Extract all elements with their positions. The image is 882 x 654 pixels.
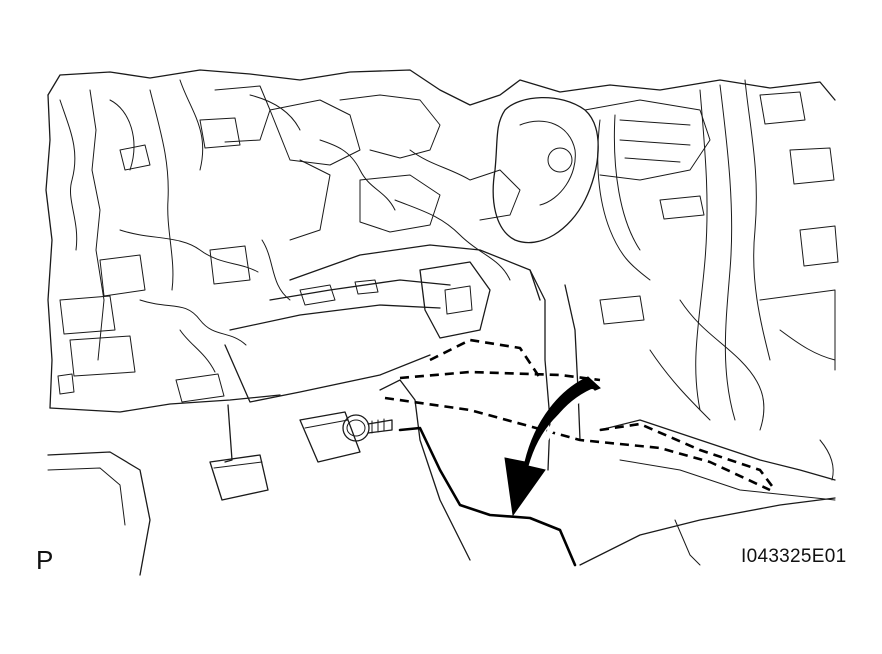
steering-column	[224, 96, 711, 471]
right-wiring	[597, 79, 839, 481]
bolt-icon	[342, 414, 393, 442]
view-label: P	[36, 545, 54, 575]
reference-code: I043325E01	[741, 546, 847, 567]
wire-harness	[398, 426, 577, 567]
curved-arrow-icon	[504, 376, 601, 517]
dashboard-structure	[45, 69, 836, 413]
lower-panels	[47, 379, 836, 576]
pedals	[209, 404, 361, 501]
wire-harness-route	[384, 338, 777, 492]
